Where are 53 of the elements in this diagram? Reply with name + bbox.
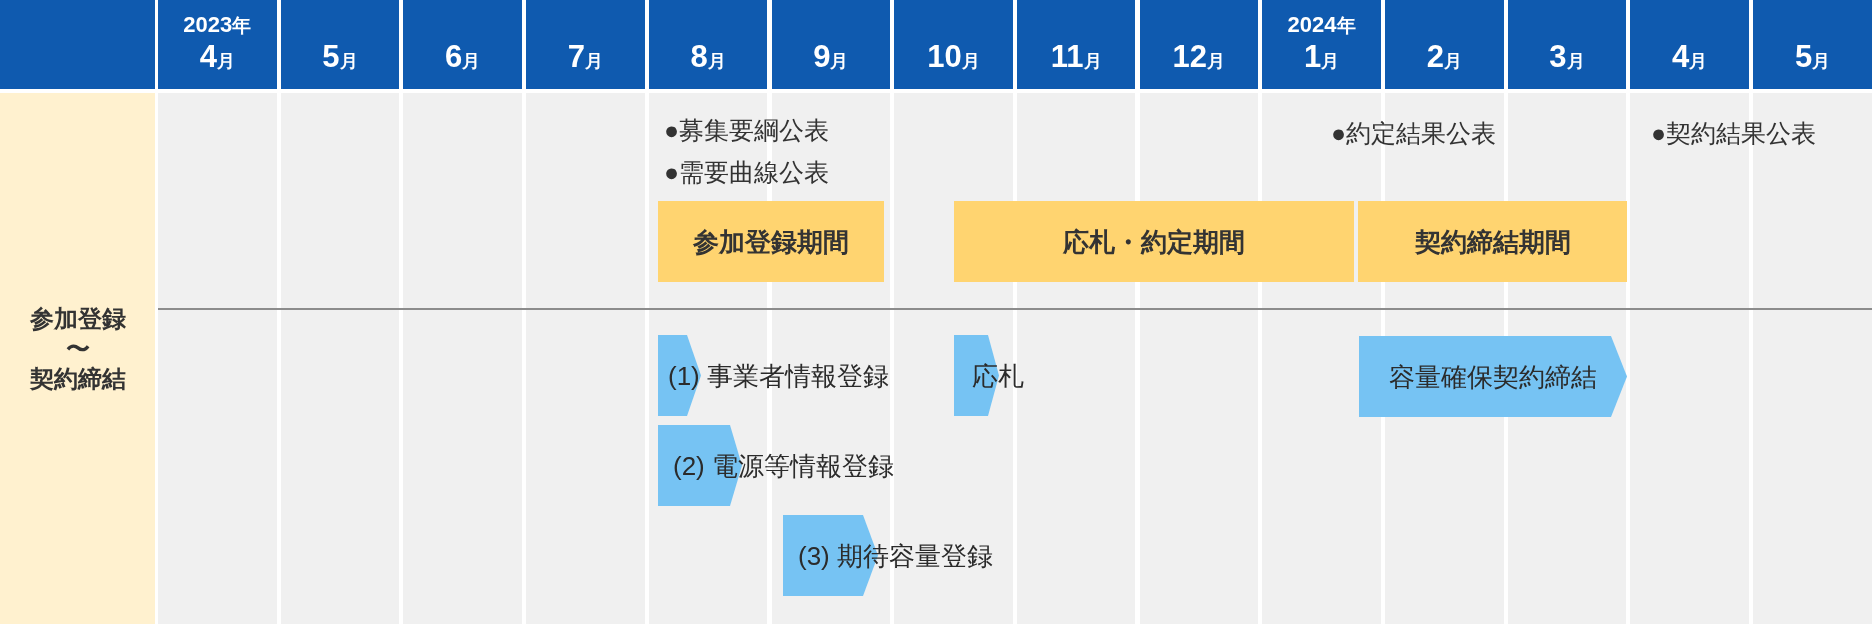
month-header-cell — [158, 0, 277, 89]
month-label: 1月 — [1303, 41, 1340, 72]
month-label: 8月 — [690, 41, 726, 72]
month-header-cell — [894, 0, 1013, 89]
month-header-cell — [1630, 0, 1749, 89]
month-header-cell — [280, 0, 400, 89]
month-label: 6月 — [445, 41, 481, 72]
milestone-note: ●約定結果公表 — [1331, 118, 1497, 148]
year-label: 2023年 — [183, 14, 252, 36]
month-label: 3月 — [1549, 41, 1585, 72]
month-header-cell — [1016, 0, 1136, 89]
month-header-cell — [1139, 0, 1259, 89]
period-bar — [1358, 201, 1627, 282]
month-label: 4月 — [199, 41, 235, 72]
period-bar — [658, 201, 884, 282]
month-label: 10月 — [927, 41, 980, 72]
milestone-note: ●契約結果公表 — [1651, 118, 1817, 148]
month-header-cell — [1753, 0, 1872, 89]
period-bar — [954, 201, 1354, 282]
row-header-label: 契約締結 — [29, 363, 126, 394]
step-tag — [954, 335, 1024, 416]
month-header-cell — [403, 0, 522, 89]
month-header-cell — [1507, 0, 1627, 89]
month-header-cell — [1385, 0, 1504, 89]
header-corner-cell — [0, 0, 155, 89]
month-label: 12月 — [1172, 41, 1226, 72]
milestone-note: ●募集要綱公表 — [664, 115, 830, 145]
step-tag — [783, 515, 993, 596]
month-label: 5月 — [1794, 41, 1831, 72]
month-label: 7月 — [567, 41, 603, 72]
step-label: (1) 事業者情報登録 — [668, 362, 889, 389]
month-label: 5月 — [322, 41, 358, 72]
period-label: 参加登録期間 — [693, 228, 849, 255]
period-label: 契約締結期間 — [1414, 228, 1571, 255]
month-header-cell — [648, 0, 768, 89]
row-header-label: 〜 — [65, 333, 90, 364]
step-tag — [1359, 336, 1627, 417]
month-label: 11月 — [1050, 41, 1102, 72]
step-tag — [658, 335, 889, 416]
month-header-cell — [771, 0, 890, 89]
period-label: 応札・約定期間 — [1063, 228, 1245, 255]
milestone-note: ●需要曲線公表 — [664, 157, 830, 187]
month-label: 9月 — [813, 41, 849, 72]
step-label: 容量確保契約締結 — [1389, 363, 1597, 390]
row-header-label: 参加登録 — [29, 303, 126, 334]
year-label: 2024年 — [1287, 14, 1356, 36]
step-tag — [658, 425, 894, 506]
month-label: 2月 — [1426, 41, 1462, 72]
step-label: 応札 — [972, 362, 1024, 389]
row-header-cell — [0, 93, 155, 624]
month-label: 4月 — [1672, 41, 1708, 72]
month-header-cell — [526, 0, 645, 89]
month-header-cell — [1262, 0, 1381, 89]
